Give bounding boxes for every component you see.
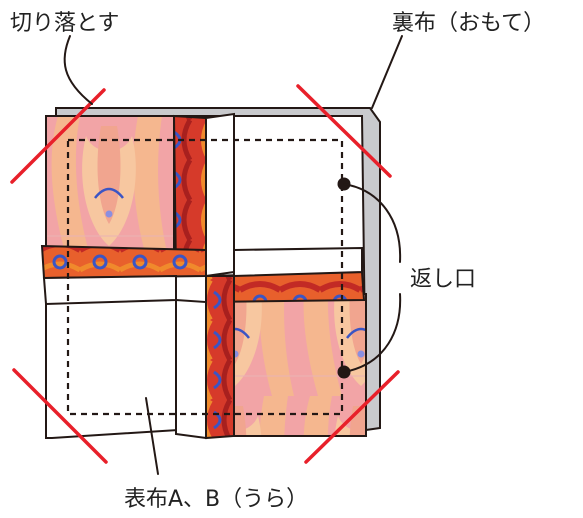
leader-opening-top (343, 183, 402, 263)
fabric-block-top-left (45, 115, 175, 257)
cut-mark-bottom-left (12, 368, 108, 464)
white-flap-left (42, 274, 177, 306)
white-flap-top (205, 112, 235, 278)
white-flap-bottom (175, 298, 207, 440)
cut-mark-top-right (296, 84, 392, 178)
label-back-fabric: 裏布（おもて） (392, 11, 545, 36)
fabric-strip-horizontal-left (40, 244, 207, 280)
label-cut-off: 切り落とす (10, 11, 119, 36)
white-flap-right (233, 246, 363, 278)
label-opening: 返し口 (410, 267, 476, 292)
leader-back-fabric (371, 35, 403, 109)
cut-marks (10, 84, 400, 464)
leader-front-fabric (145, 397, 159, 475)
leader-opening-bottom (343, 293, 402, 373)
label-front-fabric: 表布A、B（うら） (124, 487, 308, 512)
cut-mark-top-left (10, 88, 106, 184)
leader-cut-off (63, 35, 93, 105)
cut-mark-bottom-right (304, 370, 400, 464)
stitch-dashed-line (66, 138, 344, 416)
fabric-block-bottom-right (231, 293, 367, 437)
